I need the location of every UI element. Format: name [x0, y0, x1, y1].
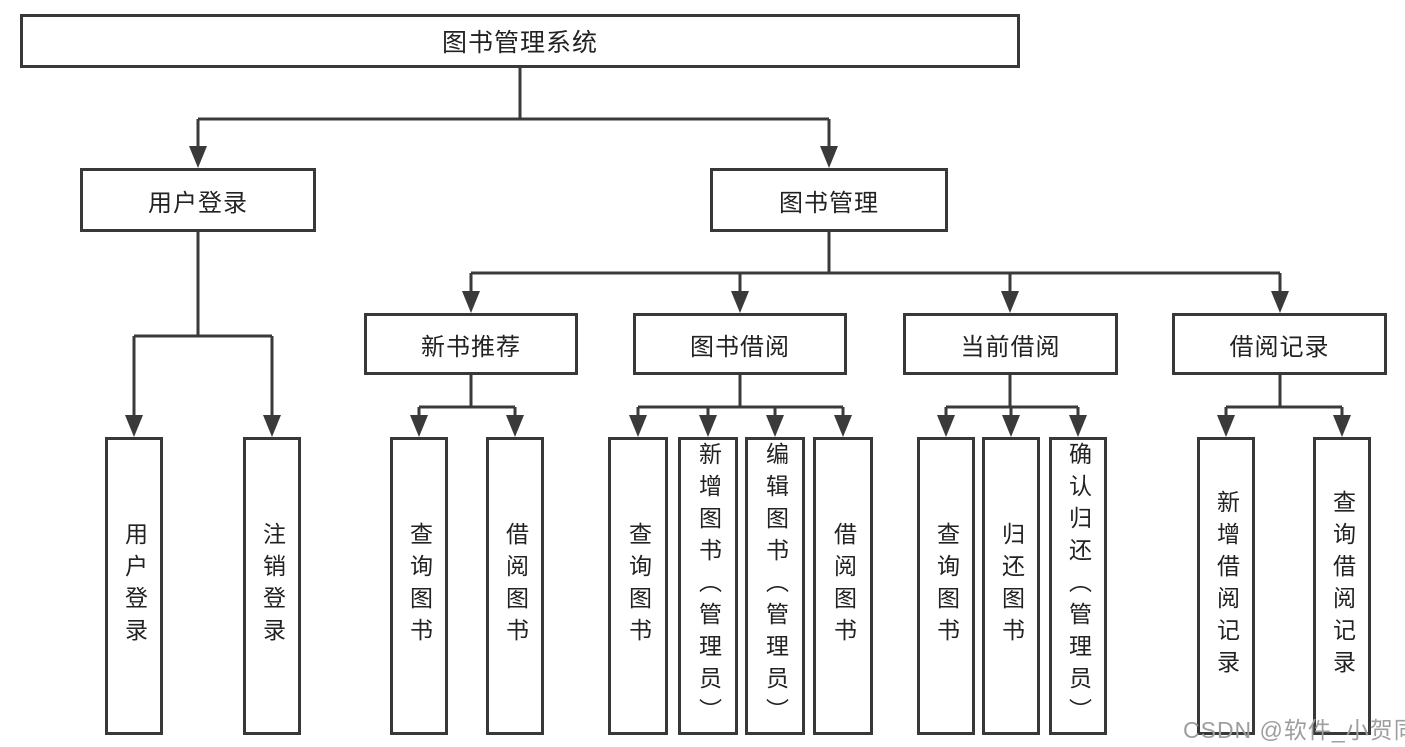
leaf-borrow-books-recommend: 借阅图书 [486, 437, 544, 735]
node-label: 确认归还（管理员） [1065, 442, 1092, 730]
arrowhead-icon [834, 415, 852, 437]
node-label: 用户登录 [148, 189, 248, 217]
connector-current-borrowing [937, 374, 1087, 437]
node-new-book-recommendation: 新书推荐 [364, 313, 578, 375]
node-label: 借阅图书 [502, 522, 529, 650]
leaf-query-books-borrowing: 查询图书 [608, 437, 668, 735]
leaf-logout-login: 注销登录 [243, 437, 301, 735]
arrowhead-icon [189, 146, 207, 168]
node-label: 用户登录 [121, 522, 148, 650]
arrowhead-icon [766, 415, 784, 437]
arrowhead-icon [1001, 291, 1019, 313]
arrowhead-icon [937, 415, 955, 437]
arrowhead-icon [263, 415, 281, 437]
leaf-borrow-books-borrowing: 借阅图书 [813, 437, 873, 735]
arrowhead-icon [1002, 415, 1020, 437]
node-book-management: 图书管理 [710, 168, 948, 232]
node-label: 查询图书 [933, 522, 960, 650]
node-label: 编辑图书（管理员） [762, 442, 789, 730]
node-user-login-branch: 用户登录 [80, 168, 316, 232]
node-library-management-system: 图书管理系统 [20, 14, 1020, 68]
connector-borrowing-records [1217, 374, 1351, 437]
leaf-add-borrow-record: 新增借阅记录 [1197, 437, 1255, 735]
node-label: 查询图书 [406, 522, 433, 650]
node-borrowing-records: 借阅记录 [1172, 313, 1387, 375]
arrowhead-icon [1333, 415, 1351, 437]
leaf-return-books: 归还图书 [982, 437, 1040, 735]
arrowhead-icon [125, 415, 143, 437]
connector-book-management-to-level3 [462, 231, 1289, 313]
arrowhead-icon [1069, 415, 1087, 437]
node-label: 查询图书 [625, 522, 652, 650]
node-label: 新增图书（管理员） [695, 442, 722, 730]
leaf-edit-books-admin: 编辑图书（管理员） [745, 437, 805, 735]
node-label: 借阅记录 [1229, 333, 1330, 361]
node-label: 图书管理 [779, 189, 879, 217]
arrowhead-icon [731, 291, 749, 313]
arrowhead-icon [699, 415, 717, 437]
node-label: 新书推荐 [421, 333, 521, 361]
csdn-watermark: CSDN @软件_小贺同学 [1183, 717, 1405, 743]
arrowhead-icon [410, 415, 428, 437]
node-label: 归还图书 [998, 522, 1025, 650]
arrowhead-icon [506, 415, 524, 437]
node-book-borrowing: 图书借阅 [633, 313, 847, 375]
leaf-add-books-admin: 新增图书（管理员） [678, 437, 738, 735]
node-label: 当前借阅 [960, 333, 1061, 361]
node-label: 注销登录 [259, 522, 286, 650]
connector-book-borrowing [629, 374, 852, 437]
node-current-borrowing: 当前借阅 [903, 313, 1118, 375]
arrowhead-icon [462, 291, 480, 313]
leaf-query-books-current: 查询图书 [917, 437, 975, 735]
leaf-user-login: 用户登录 [105, 437, 163, 735]
arrowhead-icon [820, 146, 838, 168]
node-label: 图书管理系统 [441, 29, 598, 57]
node-label: 新增借阅记录 [1213, 490, 1240, 682]
connector-user-login-to-leaves [125, 231, 281, 437]
leaf-query-books-recommend: 查询图书 [390, 437, 448, 735]
connector-new-book-recommendation [410, 374, 524, 437]
arrowhead-icon [1271, 291, 1289, 313]
leaf-query-borrow-record: 查询借阅记录 [1313, 437, 1371, 735]
arrowhead-icon [1217, 415, 1235, 437]
leaf-confirm-return-admin: 确认归还（管理员） [1049, 437, 1107, 735]
node-label: 借阅图书 [830, 522, 857, 650]
arrowhead-icon [629, 415, 647, 437]
node-label: 图书借阅 [690, 333, 790, 361]
connector-root-to-level2 [189, 67, 838, 168]
node-label: 查询借阅记录 [1329, 490, 1356, 682]
